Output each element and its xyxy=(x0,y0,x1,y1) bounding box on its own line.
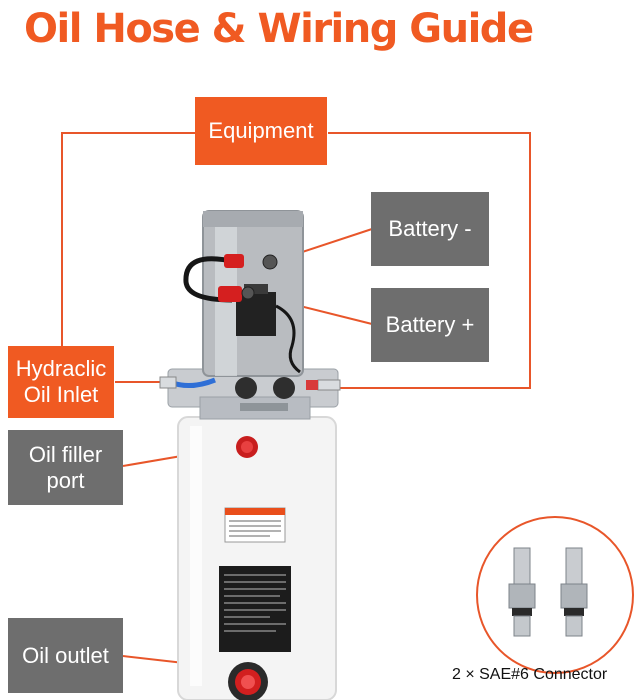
equipment-line-left xyxy=(62,133,196,348)
label-oil-outlet: Oil outlet xyxy=(8,618,123,693)
label-oil-filler: Oil filler port xyxy=(8,430,123,505)
label-equipment: Equipment xyxy=(195,97,327,165)
valve-left xyxy=(235,377,257,399)
label-battery-negative: Battery - xyxy=(371,192,489,266)
label-hydraulic-inlet: Hydraclic Oil Inlet xyxy=(8,346,114,418)
terminal-positive xyxy=(242,287,254,299)
valve-right xyxy=(273,377,295,399)
label-battery-positive: Battery + xyxy=(371,288,489,362)
connector-caption: 2 × SAE#6 Connector xyxy=(452,666,607,684)
connector-inset xyxy=(477,517,633,673)
terminal-boot-red xyxy=(224,254,244,268)
terminal-negative xyxy=(263,255,277,269)
spec-plate xyxy=(219,566,291,652)
